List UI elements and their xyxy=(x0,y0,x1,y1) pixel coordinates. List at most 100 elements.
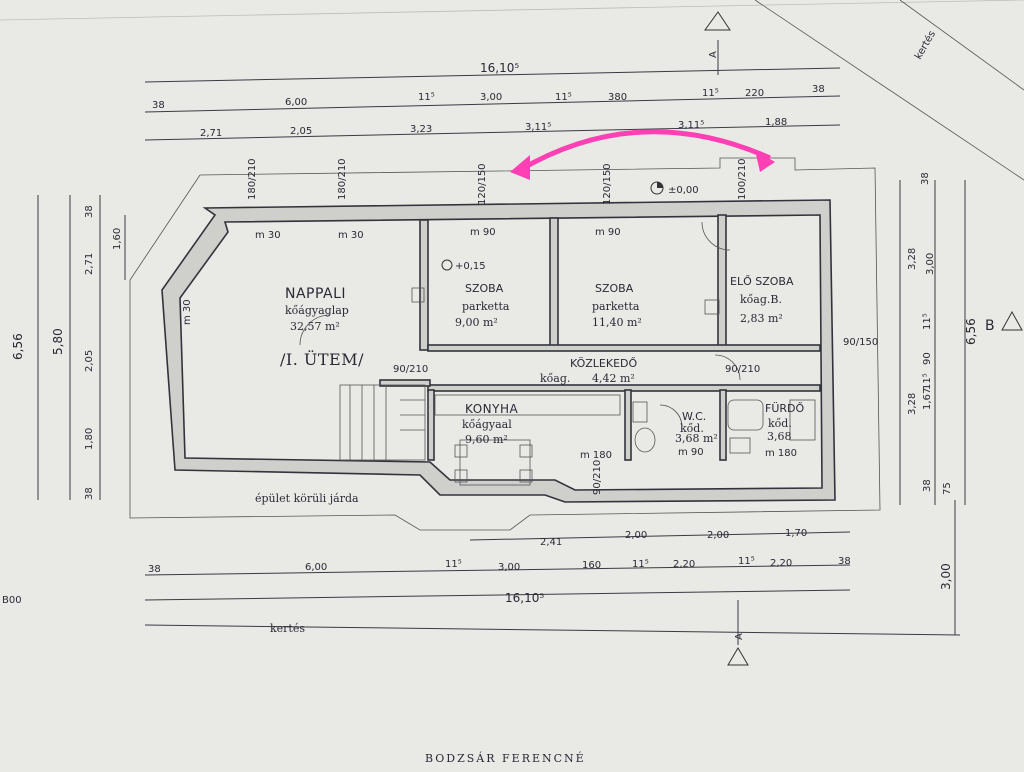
pink-arrow-head-right xyxy=(755,150,775,172)
top-dim-a-8: 38 xyxy=(812,84,825,95)
pink-arrow-head-left xyxy=(510,155,530,180)
bottom-dim-b-0: 38 xyxy=(148,564,161,575)
right-dim-0: 38 xyxy=(920,172,931,185)
svg-text:11,40 m²: 11,40 m² xyxy=(592,316,642,329)
top-dim-b-4: 3,11⁵ xyxy=(678,120,704,131)
bottom-dim-b-5: 11⁵ xyxy=(632,559,649,570)
svg-text:100/210: 100/210 xyxy=(737,158,748,200)
svg-text:KÖZLEKEDŐ: KÖZLEKEDŐ xyxy=(570,356,638,370)
svg-text:90/150: 90/150 xyxy=(843,337,878,348)
svg-text:3,68 m²: 3,68 m² xyxy=(675,432,718,445)
svg-text:m 90: m 90 xyxy=(595,227,621,238)
svg-text:32,57 m²: 32,57 m² xyxy=(290,320,340,333)
top-dim-a-4: 11⁵ xyxy=(555,92,572,103)
bottom-total-dim: 16,10⁵ xyxy=(505,591,544,605)
svg-text:ELŐ SZOBA: ELŐ SZOBA xyxy=(730,274,794,288)
top-dim-a-3: 3,00 xyxy=(480,92,502,103)
right-dim-5: 1,67 xyxy=(922,388,933,410)
garden-label: kertés xyxy=(270,622,305,635)
svg-text:B: B xyxy=(985,318,995,334)
svg-text:90/210: 90/210 xyxy=(393,364,428,375)
svg-text:kőd.: kőd. xyxy=(768,417,792,430)
right-dim-9: 75 xyxy=(942,482,953,495)
bottom-dim-b-1: 6,00 xyxy=(305,562,327,573)
left-window-dim: 1,60 xyxy=(112,228,123,250)
bath-fixture xyxy=(789,399,816,441)
svg-text:kőag.: kőag. xyxy=(540,372,570,385)
window-labels: 180/210 180/210 120/150 120/150 100/210 … xyxy=(182,158,878,495)
svg-text:m 180: m 180 xyxy=(580,450,612,461)
top-dim-b-0: 2,71 xyxy=(200,128,222,139)
svg-text:120/150: 120/150 xyxy=(477,163,488,205)
svg-text:NAPPALI: NAPPALI xyxy=(285,286,346,302)
building-outline xyxy=(129,157,881,531)
right-outer-dim: 6,56 xyxy=(964,318,978,345)
svg-text:9,60 m²: 9,60 m² xyxy=(465,433,508,446)
room-szoba-2: SZOBA parketta 11,40 m² xyxy=(592,282,642,329)
svg-text:/I. ÜTEM/: /I. ÜTEM/ xyxy=(280,349,364,369)
left-dim-3: 1,80 xyxy=(84,428,95,450)
bottom-dim-a-2: 2,00 xyxy=(707,530,729,541)
top-dim-a-7: 220 xyxy=(745,88,764,99)
sidewalk-label: épület körüli járda xyxy=(255,492,359,505)
room-nappali: NAPPALI kőágyaglap 32,57 m² /I. ÜTEM/ xyxy=(280,286,364,369)
top-dim-a-1: 6,00 xyxy=(285,97,307,108)
bottom-dim-b-9: 38 xyxy=(838,556,851,567)
left-inner-dim: 5,80 xyxy=(51,328,65,355)
svg-text:W.C.: W.C. xyxy=(682,410,706,423)
svg-text:4,42 m²: 4,42 m² xyxy=(592,372,635,385)
svg-text:±0,00: ±0,00 xyxy=(668,185,699,196)
svg-text:m 90: m 90 xyxy=(470,227,496,238)
top-dim-b-5: 1,88 xyxy=(765,117,787,128)
right-dim-6: 11⁵ xyxy=(922,373,933,390)
right-dim-3: 11⁵ xyxy=(922,313,933,330)
svg-text:90/210: 90/210 xyxy=(725,364,760,375)
svg-text:m 30: m 30 xyxy=(255,230,281,241)
chimney xyxy=(411,287,425,303)
top-dim-b-3: 3,11⁵ xyxy=(525,122,551,133)
svg-text:90/210: 90/210 xyxy=(592,460,603,495)
left-dim-4: 38 xyxy=(84,487,95,500)
bottom-dim-a-0: 2,41 xyxy=(540,537,562,548)
svg-text:parketta: parketta xyxy=(462,300,510,313)
top-dim-b-1: 2,05 xyxy=(290,126,312,137)
top-total-dim: 16,10⁵ xyxy=(480,61,519,75)
staircase xyxy=(339,384,426,461)
svg-text:m 30: m 30 xyxy=(338,230,364,241)
svg-text:180/210: 180/210 xyxy=(337,158,348,200)
top-dim-a-2: 11⁵ xyxy=(418,92,435,103)
left-dim-0: 38 xyxy=(84,205,95,218)
bottom-dim-a-1: 2,00 xyxy=(625,530,647,541)
svg-text:3,68: 3,68 xyxy=(767,430,792,443)
right-dim-4: 90 xyxy=(922,352,933,365)
left-dim-1: 2,71 xyxy=(84,253,95,275)
bottom-dim-b-7: 11⁵ xyxy=(738,556,755,567)
left-dim-2: 2,05 xyxy=(84,350,95,372)
svg-text:parketta: parketta xyxy=(592,300,640,313)
right-dim-1: 3,28 xyxy=(907,248,918,270)
svg-text:2,83 m²: 2,83 m² xyxy=(740,312,783,325)
right-dim-8: 38 xyxy=(922,479,933,492)
svg-text:A: A xyxy=(734,633,745,640)
svg-text:+0,15: +0,15 xyxy=(455,261,486,272)
left-edge-label: B00 xyxy=(2,595,22,606)
room-szoba-1: +0,15 SZOBA parketta 9,00 m² xyxy=(441,259,510,329)
room-kozlekedo: KÖZLEKEDŐ kőag. 4,42 m² xyxy=(540,356,638,385)
room-eloszoba: ELŐ SZOBA kőag.B. 2,83 m² xyxy=(730,274,794,325)
svg-text:A: A xyxy=(708,51,719,58)
road-edge-line xyxy=(754,0,1024,181)
kitchen-table xyxy=(459,439,531,486)
svg-text:SZOBA: SZOBA xyxy=(465,282,504,295)
kitchen-counter xyxy=(434,394,621,416)
svg-text:kőd.: kőd. xyxy=(680,422,704,435)
room-furdo: FÜRDŐ kőd. 3,68 xyxy=(765,401,804,443)
bottom-dim-b-3: 3,00 xyxy=(498,562,520,573)
bottom-dim-b-6: 2,20 xyxy=(673,559,695,570)
room-wc: W.C. kőd. 3,68 m² xyxy=(675,410,718,445)
svg-text:180/210: 180/210 xyxy=(247,158,258,200)
svg-text:kőágyaal: kőágyaal xyxy=(462,418,512,431)
